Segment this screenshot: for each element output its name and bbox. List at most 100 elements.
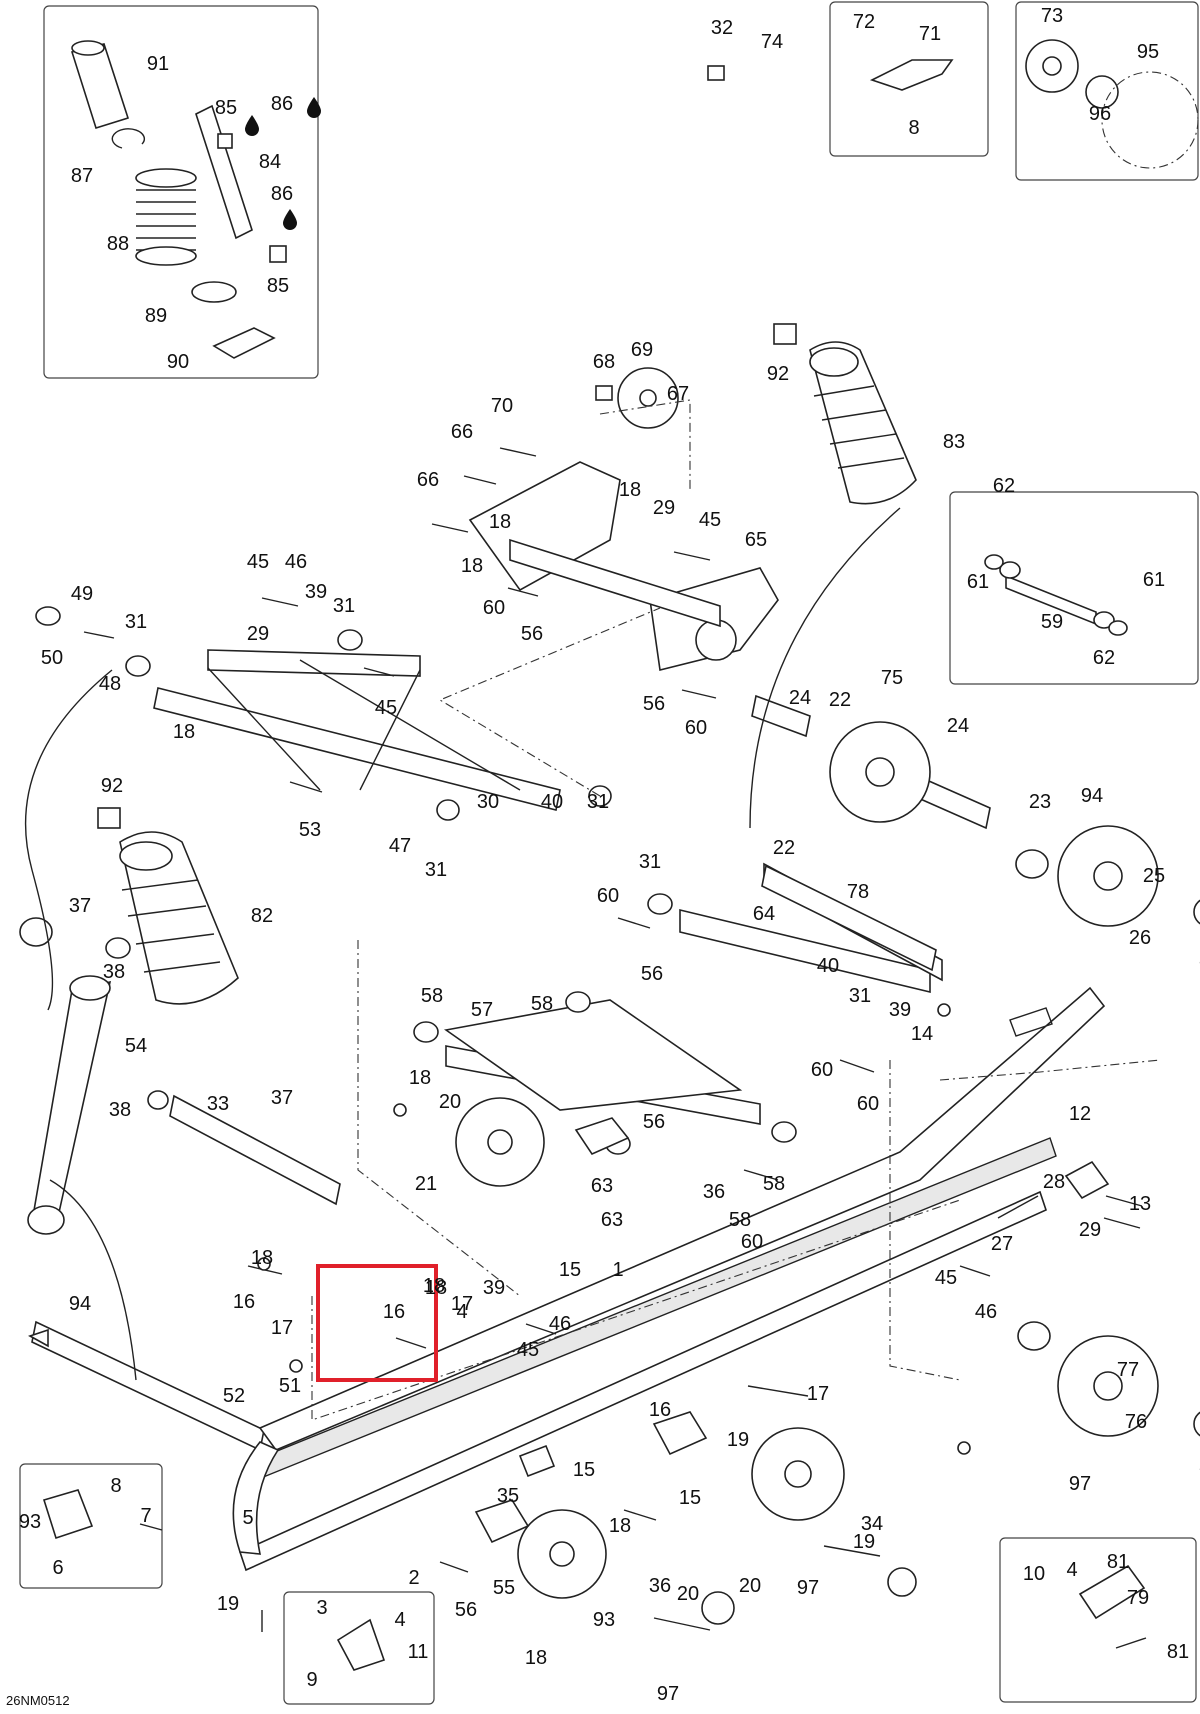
part-number-label: 90 xyxy=(166,351,190,373)
part-number-label: 70 xyxy=(490,395,514,417)
idler-wheels xyxy=(455,721,1200,1625)
part-number-label: 68 xyxy=(592,351,616,373)
part-number-label: 88 xyxy=(106,233,130,255)
part-number-label: 39 xyxy=(888,999,912,1021)
assembly-dash-line-4 xyxy=(889,1060,961,1381)
part-number-label: 60 xyxy=(856,1093,880,1115)
part-number-label: 56 xyxy=(520,623,544,645)
part-number-label: 66 xyxy=(450,421,474,443)
part-number-label: 60 xyxy=(740,1231,764,1253)
oil-drop-icon xyxy=(245,115,259,136)
part-number-label: 79 xyxy=(1126,1587,1150,1609)
part-number-label: 74 xyxy=(760,31,784,53)
part-number-label: 33 xyxy=(206,1093,230,1115)
stopper-inset xyxy=(283,1591,435,1705)
part-number-label: 45 xyxy=(698,509,722,531)
assembly-dash-line xyxy=(311,1199,961,1421)
part-number-label: 45 xyxy=(934,1267,958,1289)
part-number-label: 30 xyxy=(476,791,500,813)
part-number-label: 17 xyxy=(450,1293,474,1315)
part-number-label: 39 xyxy=(482,1277,506,1299)
part-number-label: 40 xyxy=(816,955,840,977)
part-number-label: 20 xyxy=(438,1091,462,1113)
part-number-label: 31 xyxy=(638,851,662,873)
part-number-label: 26 xyxy=(1199,1454,1200,1474)
part-number-label: 18 xyxy=(424,1277,448,1299)
part-number-label: 97 xyxy=(656,1683,680,1705)
part-number-label: 36 xyxy=(648,1575,672,1597)
part-number-label: 18 xyxy=(618,479,642,501)
part-number-label: 60 xyxy=(482,597,506,619)
part-number-label: 78 xyxy=(846,881,870,903)
part-number-label: 91 xyxy=(146,53,170,75)
part-number-label: 65 xyxy=(744,529,768,551)
part-number-label: 93 xyxy=(18,1511,42,1533)
part-number-label: 67 xyxy=(666,383,690,405)
part-number-label: 69 xyxy=(630,339,654,361)
oil-drop-icon xyxy=(283,209,297,230)
part-number-label: 55 xyxy=(492,1577,516,1599)
part-number-label: 56 xyxy=(642,693,666,715)
part-number-label: 37 xyxy=(68,895,92,917)
part-number-label: 89 xyxy=(144,305,168,327)
part-number-label: 22 xyxy=(772,837,796,859)
part-number-label: 25 xyxy=(1142,865,1166,887)
part-number-label: 50 xyxy=(40,647,64,669)
part-number-label: 12 xyxy=(1068,1103,1092,1125)
part-number-label: 63 xyxy=(590,1175,614,1197)
part-number-label: 4 xyxy=(456,1301,468,1323)
part-number-label: 83 xyxy=(942,431,966,453)
diagram-code: 26NM0512 xyxy=(6,1693,70,1708)
part-number-label: 86 xyxy=(270,93,294,115)
part-number-label: 18 xyxy=(422,1275,446,1297)
part-number-label: 29 xyxy=(246,623,270,645)
part-number-label: 17 xyxy=(270,1317,294,1339)
part-number-label: 31 xyxy=(586,791,610,813)
part-number-label: 21 xyxy=(414,1173,438,1195)
part-number-label: 64 xyxy=(752,903,776,925)
part-number-label: 48 xyxy=(98,673,122,695)
upper-mount-bracket xyxy=(468,367,779,671)
part-number-label: 8 xyxy=(908,117,920,139)
oil-drop-icon xyxy=(307,97,321,118)
part-number-label: 66 xyxy=(416,469,440,491)
part-number-label: 18 xyxy=(250,1247,274,1269)
part-number-label: 92 xyxy=(100,775,124,797)
part-number-label: 51 xyxy=(278,1375,302,1397)
part-number-label: 56 xyxy=(640,963,664,985)
part-number-label: 18 xyxy=(172,721,196,743)
rear-shock xyxy=(773,323,917,505)
part-number-label: 23 xyxy=(1028,791,1052,813)
part-number-label: 54 xyxy=(124,1035,148,1057)
part-number-label: 58 xyxy=(762,1173,786,1195)
part-number-label: 82 xyxy=(250,905,274,927)
part-number-label: 36 xyxy=(702,1181,726,1203)
part-number-label: 58 xyxy=(728,1209,752,1231)
assembly-dash-line-5 xyxy=(939,1059,1161,1081)
part-number-label: 46 xyxy=(974,1301,998,1323)
part-number-label: 60 xyxy=(596,885,620,907)
part-number-label: 31 xyxy=(332,595,356,617)
part-number-label: 47 xyxy=(388,835,412,857)
part-number-label: 38 xyxy=(102,961,126,983)
shock-detail-inset xyxy=(43,5,319,379)
bracket-detail-inset xyxy=(829,1,989,157)
part-number-label: 11 xyxy=(407,1641,429,1663)
part-number-label: 34 xyxy=(860,1513,884,1535)
slide-rail xyxy=(232,986,1106,1572)
part-number-label: 52 xyxy=(222,1385,246,1407)
part-number-label: 86 xyxy=(270,183,294,205)
part-number-label: 85 xyxy=(266,275,290,297)
mount-blocks xyxy=(42,1117,1146,1671)
part-number-label: 15 xyxy=(558,1259,582,1281)
highlight-box xyxy=(316,1264,438,1382)
part-number-label: 15 xyxy=(572,1459,596,1481)
rear-arm xyxy=(413,862,943,1155)
assembly-dash-line-3 xyxy=(438,607,661,797)
part-number-label: 27 xyxy=(990,1233,1014,1255)
part-number-label: 14 xyxy=(910,1023,934,1045)
part-number-label: 2 xyxy=(408,1567,420,1589)
part-number-label: 18 xyxy=(460,555,484,577)
part-number-label: 96 xyxy=(1088,103,1112,125)
